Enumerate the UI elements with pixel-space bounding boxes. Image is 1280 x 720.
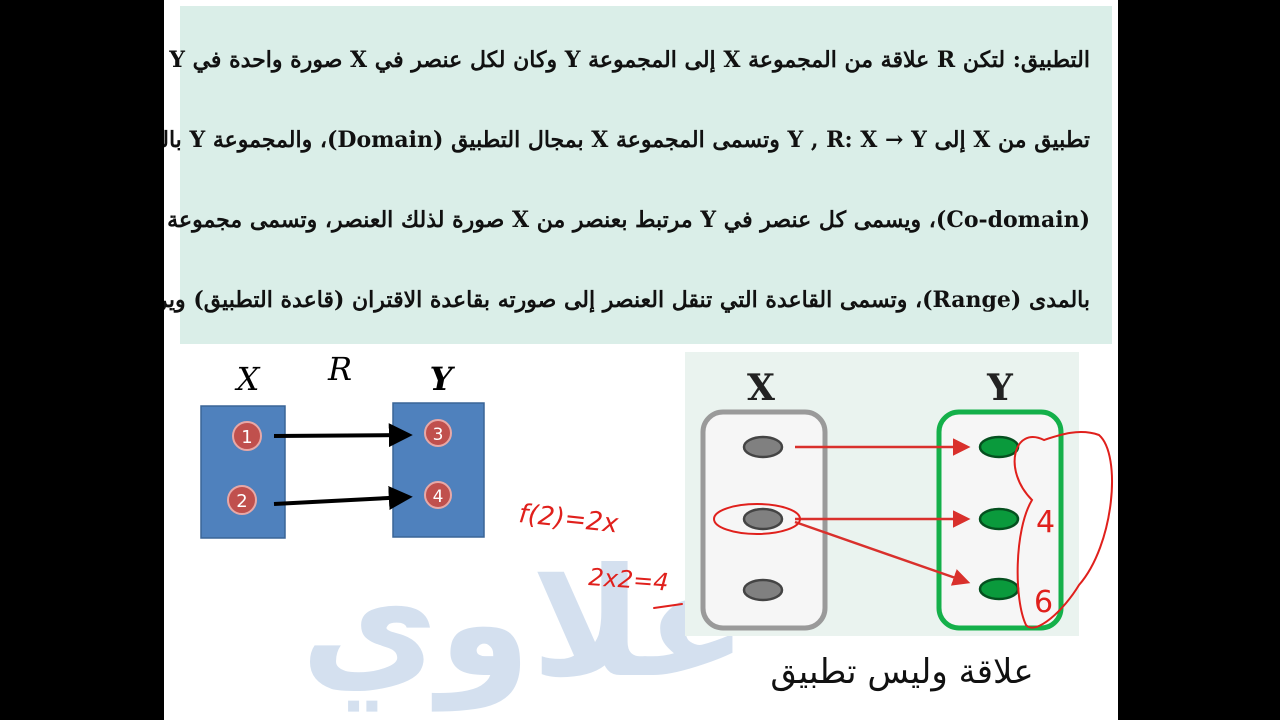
y-element-3 [424, 419, 452, 447]
x-dot-2 [742, 507, 784, 531]
set-y-label: Y [430, 360, 456, 398]
function-diagram: X R Y 1 2 3 4 [200, 350, 485, 539]
definition-line-2: تطبيق من X إلى Y , R: X → Y وتسمى المجمو… [164, 127, 1090, 153]
caption-relation-not-function: علاقة وليس تطبيق [770, 652, 1034, 692]
x-element-1-label: 1 [241, 427, 252, 448]
x-element-2-label: 2 [236, 491, 247, 512]
mapping-arrow-1 [273, 423, 413, 448]
definition-line-4: بالمدى (Range)، وتسمى القاعدة التي تنقل … [164, 287, 1090, 313]
definition-line-1: التطبيق: لتكن R علاقة من المجموعة X إلى … [164, 47, 1090, 73]
y-element-4 [424, 481, 452, 509]
x-element-2 [227, 485, 257, 515]
y-dot-3 [978, 577, 1020, 601]
y-element-4-label: 4 [433, 487, 444, 507]
handwritten-f-of-2: f(2)=2x [517, 499, 620, 539]
relation-diagram: X Y [685, 352, 1079, 636]
relation-label: R [327, 350, 352, 388]
y-element-3-label: 3 [433, 425, 444, 445]
slide-page: التطبيق: لتكن R علاقة من المجموعة X إلى … [164, 0, 1118, 720]
definition-line-3: (Co-domain)، ويسمى كل عنصر في Y مرتبط بع… [164, 207, 1090, 233]
x-element-1 [232, 421, 262, 451]
x-dot-1 [742, 435, 784, 459]
handwritten-calculation: 2x2=4 [588, 563, 670, 597]
y-dot-1 [978, 435, 1020, 459]
relation-arrow-3 [794, 520, 971, 586]
underline-result [653, 603, 683, 609]
definition-textbox: التطبيق: لتكن R علاقة من المجموعة X إلى … [164, 6, 1112, 344]
y-dot-2 [978, 507, 1020, 531]
x-dot-3 [742, 578, 784, 602]
set-y-heading: Y [986, 367, 1014, 409]
mapping-arrow-2 [273, 486, 413, 510]
set-x-label: X [234, 360, 261, 398]
set-x-heading: X [747, 367, 775, 409]
